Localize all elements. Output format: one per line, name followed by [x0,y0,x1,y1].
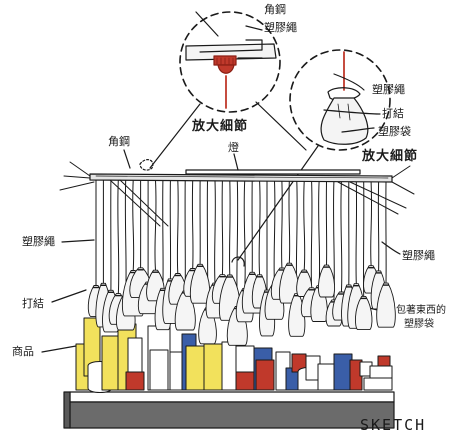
hanging-rope [214,180,216,284]
label-angle-iron-top: 角鋼 [264,3,286,16]
hanging-bag [376,282,396,328]
display-shelf [63,391,395,429]
label-angle-iron-left: 角鋼 [108,135,130,148]
hanging-rope [117,180,120,294]
label-plastic-rope-right: 塑膠繩 [372,83,405,96]
label-plastic-rope-left: 塑膠繩 [22,235,55,248]
products-group [75,317,393,393]
label-zoom-detail-2: 放大細節 [362,149,419,164]
label-wrapped-bag-line1: 包著東西的 [396,305,446,316]
label-products: 商品 [12,345,34,358]
hanging-rope [281,181,283,269]
hanging-rope [310,181,313,288]
label-plastic-rope-mid-right: 塑膠繩 [402,249,435,262]
hanging-rope [318,181,321,286]
hanging-rope [176,180,179,274]
label-light: 燈 [228,141,239,154]
hanging-rope [303,181,306,271]
label-zoom-detail-1: 放大細節 [192,119,249,134]
hanging-rope [288,181,291,264]
hanging-bags [87,262,396,346]
hanging-bag [354,295,373,331]
angle-iron-rail [59,161,415,227]
zoom-detail-circle-2 [289,49,391,151]
label-plastic-bag-right: 塑膠袋 [378,125,411,138]
signature: SKETCH [360,416,427,434]
hanging-rope [124,180,127,295]
hanging-rope [355,181,358,284]
zoom-detail-circle-1 [179,11,281,113]
hanging-rope [243,180,246,289]
hanging-rope [221,180,224,275]
hanging-bag [317,264,336,298]
label-knot-right: 打結 [382,107,404,120]
hanging-rope [154,180,157,271]
hanging-rope [191,180,194,269]
hanging-rope [370,181,373,266]
hanging-rope [132,180,135,271]
hanging-rope [258,181,261,275]
label-plastic-rope-top: 塑膠繩 [264,21,297,34]
hanging-rope [273,181,276,284]
label-wrapped-bag-line2: 塑膠袋 [404,319,434,330]
hanging-rope [229,180,231,276]
hanging-rope [340,181,343,293]
lamp [185,169,361,175]
label-knot-left: 打結 [22,297,44,310]
